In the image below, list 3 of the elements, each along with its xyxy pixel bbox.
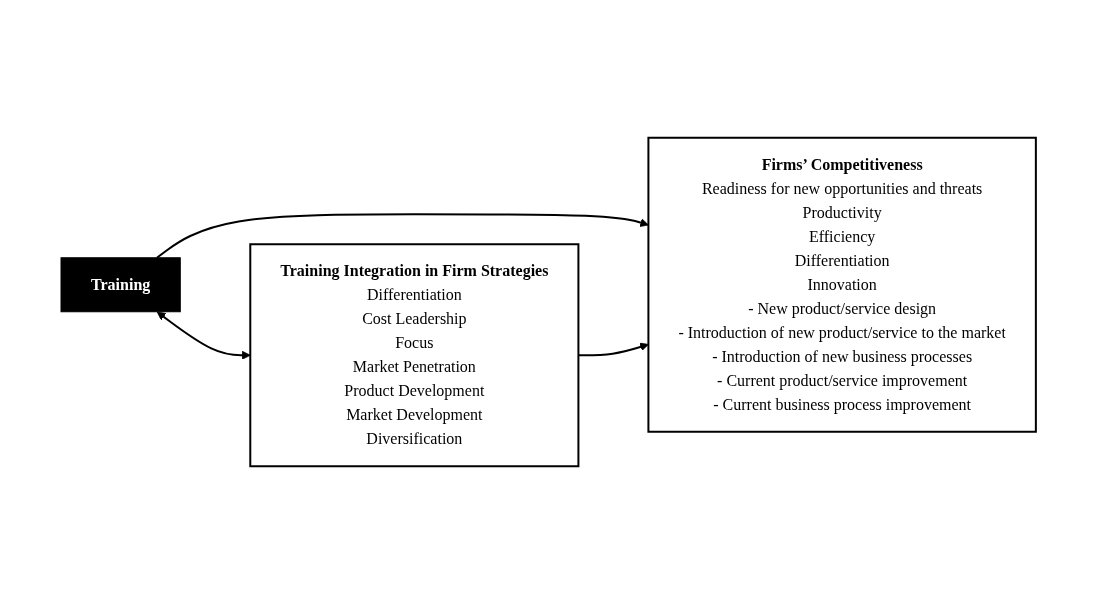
node-box: Training [60,257,181,313]
node-box: Firms’ Competitiveness Readiness for new opportunities and threats Productivity Efficiency Differentiation Innovation - New product/service design - Introduction of new product/service to the market - Introduction of new business processes - Current product/service improvement - Current business process improvement [646,136,1037,433]
node-box: Training Integration in Firm Strategies Differentiation Cost Leadership Focus Market Penetration Product Development Market Development Diversification [248,243,579,468]
